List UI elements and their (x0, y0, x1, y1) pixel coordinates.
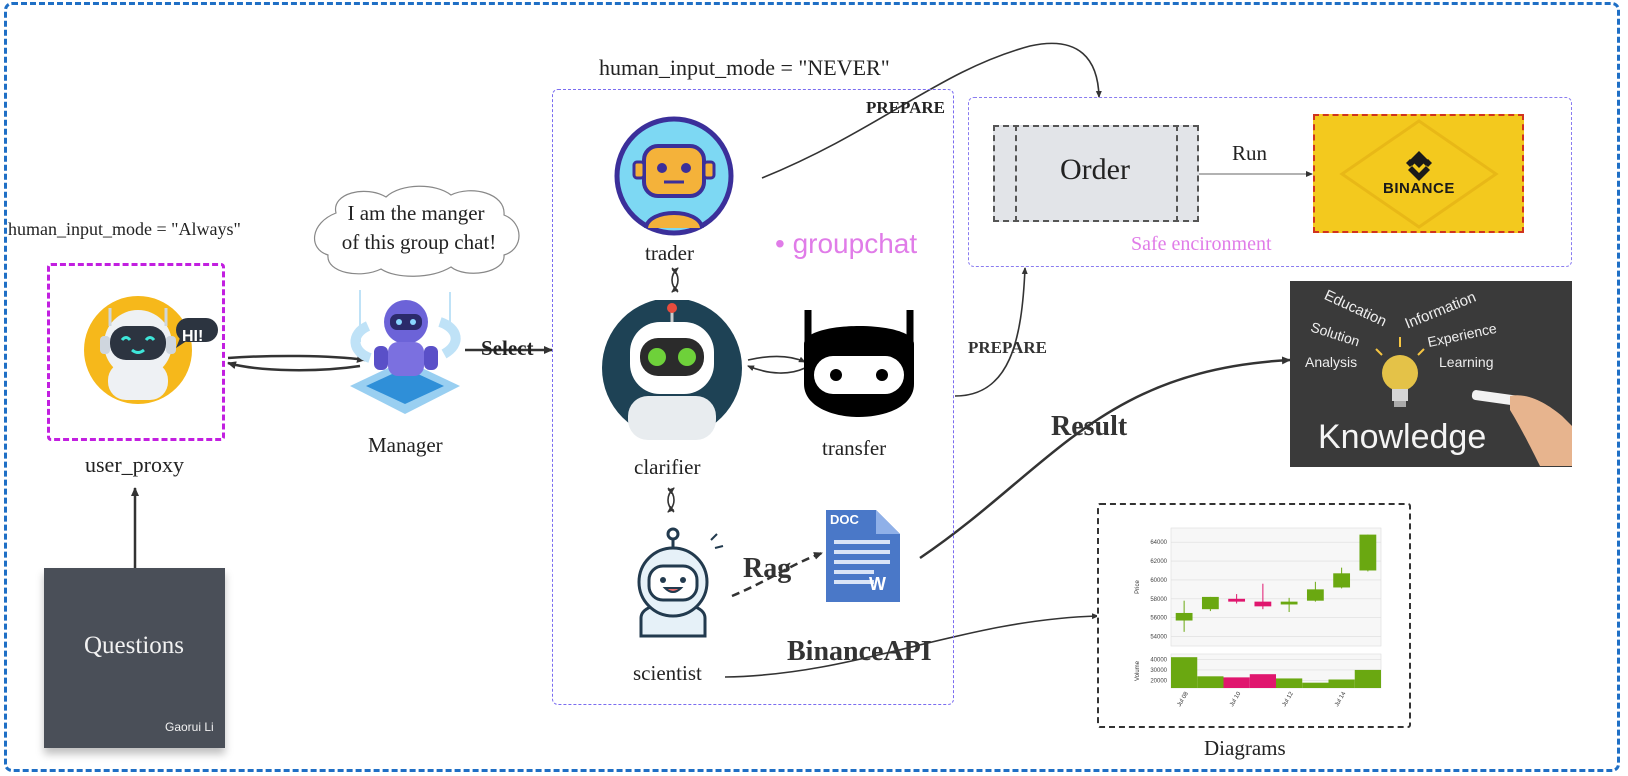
volume-tick-label: 40000 (1150, 657, 1167, 663)
volume-tick-label: 20000 (1150, 679, 1167, 685)
candle-body (1306, 589, 1324, 601)
groupchat-label: • groupchat (775, 228, 918, 259)
binance-diamond-icon (1339, 119, 1499, 229)
transfer-robot-icon (804, 310, 914, 417)
rag-label: Rag (743, 553, 792, 584)
order-box[interactable] (993, 125, 1199, 222)
select-label: Select (481, 336, 534, 360)
trader-label: trader (645, 241, 694, 265)
clarifier-robot-icon (602, 300, 742, 440)
doc-file-icon (826, 510, 900, 602)
prepare-mid-label: PREPARE (968, 338, 1048, 357)
user-proxy-label: user_proxy (85, 452, 184, 477)
user-robot-icon (84, 296, 218, 404)
price-tick-label: 64000 (1150, 540, 1167, 546)
volume-bar (1171, 657, 1198, 688)
safe-environment-label: Safe encironment (1131, 233, 1272, 255)
candle-body (1175, 612, 1193, 621)
knowledge-word-learning: Learning (1439, 354, 1494, 370)
volume-bar (1197, 676, 1224, 688)
x-tick-label: Jul 10 (1229, 690, 1243, 707)
manager-bubble-line2: of this group chat! (341, 230, 497, 254)
author-label: Gaorui Li (165, 720, 214, 734)
volume-bar (1276, 678, 1303, 688)
lightbulb-icon (1375, 337, 1425, 407)
arrow-user-manager (227, 354, 366, 363)
candle-body (1254, 601, 1272, 607)
manager-bubble-line1: I am the manger (347, 201, 485, 225)
volume-bar (1223, 677, 1250, 688)
groupchat-box[interactable] (552, 89, 954, 705)
candlestick-chart: 54000 56000 58000 60000 62000 64000 20000 30000… (1135, 527, 1382, 708)
price-tick-label: 62000 (1150, 559, 1167, 565)
safe-environment-box[interactable] (968, 97, 1572, 267)
volume-axis-label: Volume (1135, 660, 1141, 681)
diagrams-label: Diagrams (1204, 736, 1286, 760)
volume-bar (1249, 674, 1276, 688)
price-tick-label: 60000 (1150, 578, 1167, 584)
scientist-label: scientist (633, 661, 702, 685)
scientist-robot-icon (637, 527, 724, 638)
questions-label: Questions (84, 632, 184, 659)
binance-logo-text: BINANCE (1383, 180, 1455, 197)
candle-body (1359, 534, 1377, 571)
order-box-inner (1015, 125, 1178, 222)
candle-body (1333, 573, 1351, 588)
x-tick-label: Jul 12 (1282, 690, 1296, 707)
manager-robot-icon (350, 290, 461, 414)
order-label: Order (1060, 153, 1130, 186)
arrow-manager-user (227, 361, 361, 372)
arrow-scientist-clarifier (667, 487, 675, 513)
arrow-prepare-top (761, 42, 1102, 179)
volume-bar (1354, 669, 1381, 688)
arrow-clarifier-transfer (747, 355, 806, 363)
arrow-clarifier-trader (671, 267, 679, 293)
price-tick-label: 56000 (1150, 616, 1167, 622)
volume-bar (1328, 679, 1355, 688)
knowledge-word-knowledge: Knowledge (1318, 418, 1487, 456)
candle-body (1201, 596, 1219, 610)
result-label: Result (1051, 411, 1128, 442)
volume-tick-label: 30000 (1150, 668, 1167, 674)
volume-bar (1302, 682, 1329, 688)
prepare-top-label: PREPARE (866, 98, 946, 117)
candle-body (1280, 601, 1298, 605)
clarifier-label: clarifier (634, 455, 701, 479)
manager-speech-cloud (313, 185, 520, 277)
outer-frame (4, 2, 1620, 772)
group-input-mode-label: human_input_mode = "NEVER" (599, 55, 890, 80)
arrow-transfer-clarifier (747, 365, 806, 374)
knowledge-word-analysis: Analysis (1305, 354, 1358, 370)
doc-label: DOC (830, 512, 859, 527)
binance-api-label: BinanceAPI (787, 636, 932, 667)
price-tick-label: 54000 (1150, 635, 1167, 641)
user-input-mode-label: human_input_mode = "Always" (8, 219, 241, 239)
user-proxy-box[interactable] (47, 263, 225, 441)
price-axis-label: Price (1135, 580, 1141, 594)
price-tick-label: 58000 (1150, 597, 1167, 603)
x-tick-label: Jul 08 (1177, 690, 1191, 707)
arrow-result (919, 356, 1291, 560)
run-label: Run (1232, 141, 1268, 165)
arrow-rag (731, 551, 823, 598)
x-tick-label: Jul 14 (1334, 690, 1348, 707)
binance-logo-card[interactable] (1313, 114, 1524, 233)
arrow-prepare-mid (954, 267, 1028, 397)
arrow-binance-api (724, 613, 1099, 678)
trader-robot-icon (614, 116, 734, 236)
hand-chalk-icon (1471, 390, 1572, 466)
questions-card[interactable] (44, 568, 225, 748)
candle-body (1228, 598, 1246, 602)
doc-w-label: W (869, 574, 886, 594)
transfer-label: transfer (822, 436, 887, 460)
hi-bubble-text: HI! (182, 328, 204, 345)
manager-label: Manager (368, 433, 443, 457)
